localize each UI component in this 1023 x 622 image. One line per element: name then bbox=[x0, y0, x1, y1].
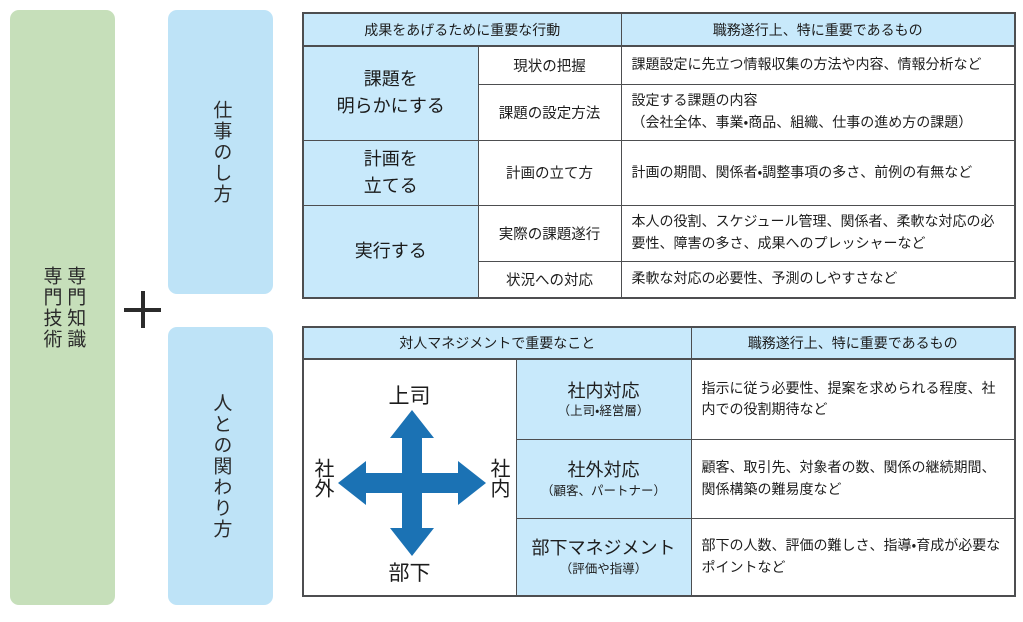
action-issue-setting-method: 課題の設定方法 bbox=[477, 83, 622, 141]
target-external-response: 社外対応 （顧客、パートナー） bbox=[515, 438, 692, 519]
detail-how-to-plan: 計画の期間、関係者・調整事項の多さ、前例の有無など bbox=[620, 139, 1016, 206]
cross-arrow-icon bbox=[338, 410, 486, 556]
target-internal-response: 社内対応 （上司・経営層） bbox=[515, 358, 692, 440]
plus-icon-vertical-stroke bbox=[140, 291, 145, 328]
axis-label-subordinate: 部下 bbox=[388, 562, 431, 585]
detail-responding-to-situations: 柔軟な対応の必要性、予測のしやすさなど bbox=[620, 260, 1016, 299]
detail-grasp-current-state: 課題設定に先立つ情報収集の方法や内容、情報分析など bbox=[620, 45, 1016, 85]
expertise-bar-text: 専門知識 専門技術 bbox=[39, 266, 87, 350]
work-table-header-action: 成果をあげるために重要な行動 bbox=[302, 12, 622, 47]
work-category-clarify-issues: 課題を 明らかにする bbox=[302, 45, 479, 141]
expertise-skill-label: 専門技術 bbox=[40, 265, 62, 350]
work-category-make-plans: 計画を 立てる bbox=[302, 139, 479, 206]
people-table: 対人マネジメントで重要なこと 職務遂行上、特に重要であるもの 上司 部下 社外 … bbox=[302, 326, 1016, 597]
action-grasp-current-state: 現状の把握 bbox=[477, 45, 622, 85]
target-subordinate-management-sub: （評価や指導） bbox=[559, 561, 648, 576]
target-external-response-label: 社外対応 bbox=[567, 460, 640, 481]
work-style-bar-label: 仕事のし方 bbox=[210, 99, 232, 205]
detail-actual-task-execution: 本人の役割、スケジュール管理、関係者、柔軟な対応の必要性、障害の多さ、成果へのプ… bbox=[620, 204, 1016, 262]
detail-issue-setting-method: 設定する課題の内容 （会社全体、事業・商品、組織、仕事の進め方の課題） bbox=[620, 83, 1016, 141]
target-internal-response-sub: （上司・経営層） bbox=[557, 404, 650, 419]
axis-label-inside-company: 社内 bbox=[487, 458, 509, 498]
relationship-axes-diagram: 上司 部下 社外 社内 bbox=[304, 360, 515, 595]
people-table-header-management: 対人マネジメントで重要なこと bbox=[302, 326, 692, 360]
target-external-response-sub: （顧客、パートナー） bbox=[540, 483, 666, 498]
people-table-header-important: 職務遂行上、特に重要であるもの bbox=[690, 326, 1016, 360]
work-table: 成果をあげるために重要な行動 職務遂行上、特に重要であるもの 課題を 明らかにす… bbox=[302, 12, 1016, 299]
people-relation-bar-label: 人との関わり方 bbox=[210, 392, 232, 540]
target-subordinate-management: 部下マネジメント （評価や指導） bbox=[515, 517, 692, 597]
detail-internal-response: 指示に従う必要性、提案を求められる程度、社内での役割期待など bbox=[690, 358, 1016, 440]
work-table-header-important: 職務遂行上、特に重要であるもの bbox=[620, 12, 1016, 47]
detail-external-response: 顧客、取引先、対象者の数、関係の継続期間、関係構築の難易度など bbox=[690, 438, 1016, 519]
target-subordinate-management-label: 部下マネジメント bbox=[531, 538, 676, 559]
detail-subordinate-management: 部下の人数、評価の難しさ、指導・育成が必要なポイントなど bbox=[690, 517, 1016, 597]
action-responding-to-situations: 状況への対応 bbox=[477, 260, 622, 299]
expertise-bar: 専門知識 専門技術 bbox=[10, 10, 115, 605]
people-relation-bar: 人との関わり方 bbox=[168, 327, 273, 605]
relationship-axes-cell: 上司 部下 社外 社内 bbox=[302, 358, 517, 597]
plus-icon bbox=[124, 291, 161, 328]
axis-label-boss: 上司 bbox=[388, 385, 431, 408]
action-actual-task-execution: 実際の課題遂行 bbox=[477, 204, 622, 262]
work-style-bar: 仕事のし方 bbox=[168, 10, 273, 294]
expertise-knowledge-label: 専門知識 bbox=[64, 265, 86, 350]
axis-label-outside-company: 社外 bbox=[311, 458, 333, 498]
target-internal-response-label: 社内対応 bbox=[567, 380, 640, 401]
action-how-to-plan: 計画の立て方 bbox=[477, 139, 622, 206]
work-category-execute: 実行する bbox=[302, 204, 479, 299]
